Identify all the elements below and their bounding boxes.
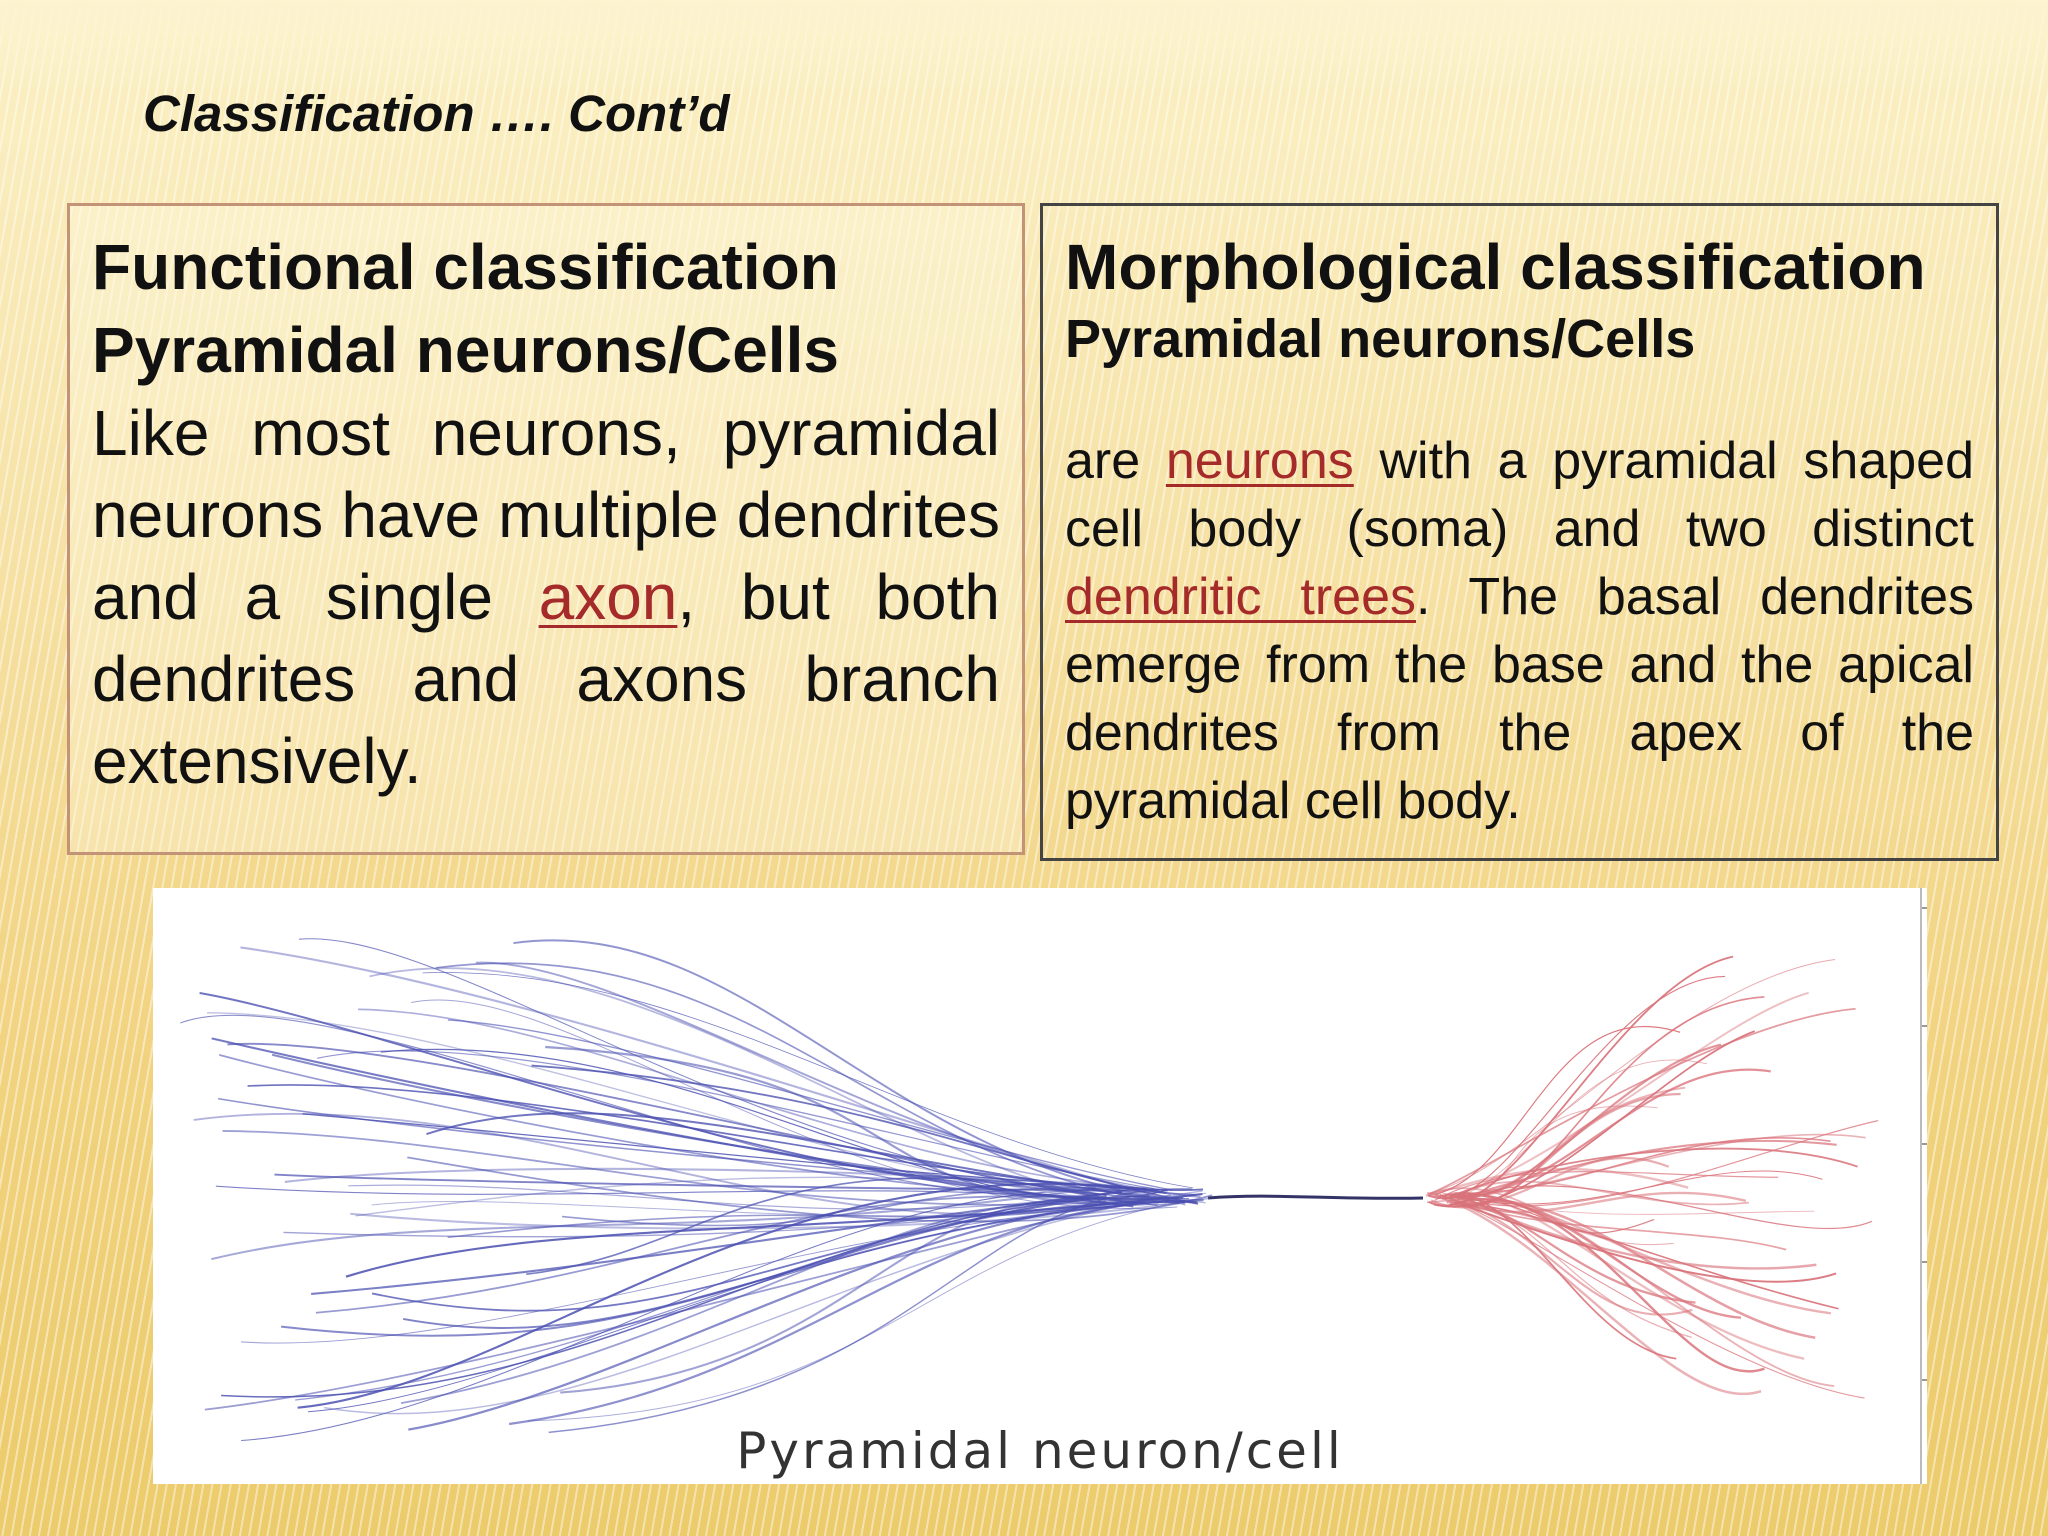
apical-dendrite-branch bbox=[315, 1195, 1107, 1314]
dendritic-trees-link[interactable]: dendritic trees bbox=[1065, 568, 1417, 626]
apical-dendrite-branch bbox=[215, 1185, 1158, 1206]
apical-dendrite-branch bbox=[545, 1045, 1098, 1206]
functional-classification-box: Functional classification Pyramidal neur… bbox=[67, 203, 1025, 855]
basal-dendrite-branch bbox=[1428, 955, 1734, 1207]
basal-dendrite-branch bbox=[1444, 1147, 1858, 1201]
apical-dendrite-branch bbox=[475, 961, 1201, 1199]
morphological-subheading: Pyramidal neurons/Cells bbox=[1065, 309, 1696, 369]
apical-dendrite-branch bbox=[274, 1173, 1140, 1192]
apical-dendrite-branch bbox=[218, 1054, 1155, 1201]
apical-dendrite-branch bbox=[426, 1112, 1185, 1204]
axon-segment bbox=[1207, 1194, 1424, 1200]
apical-dendrite-branch bbox=[527, 1200, 1186, 1422]
top-band bbox=[0, 0, 2048, 90]
apical-dendrite-branch bbox=[403, 1200, 1171, 1329]
apical-dendrite-branch bbox=[311, 1191, 1122, 1295]
apical-dendrite-branch bbox=[447, 1202, 1113, 1239]
basal-dendrite-branch bbox=[1434, 1171, 1779, 1201]
apical-dendrite-branch bbox=[297, 1182, 1167, 1409]
apical-dendrite-branch bbox=[227, 1042, 1123, 1202]
functional-text-end: , but both dendrites and axons branch ex… bbox=[92, 561, 1001, 797]
basal-dendrite-branch bbox=[1427, 959, 1836, 1194]
apical-dendrite-branch bbox=[211, 1037, 1134, 1208]
figure-caption: Pyramidal neuron/cell bbox=[736, 1422, 1344, 1480]
apical-dendrite-branch bbox=[531, 1064, 1199, 1205]
basal-dendrite-branch bbox=[1460, 1196, 1815, 1215]
basal-dendrite-branch bbox=[1449, 1119, 1879, 1207]
slide-title: Classification …. Cont’d bbox=[143, 85, 730, 142]
apical-dendrite-branch bbox=[283, 1201, 1119, 1238]
apical-dendrite-branch bbox=[435, 962, 1179, 1205]
apical-dendrite-branch bbox=[180, 1014, 1135, 1198]
neuron-drawing bbox=[180, 888, 1927, 1484]
apical-dendrite-branch bbox=[316, 1050, 1168, 1192]
basal-dendrite-branch bbox=[1455, 1201, 1865, 1399]
apical-dendrite-branch bbox=[240, 1203, 1167, 1344]
basal-dendrite-branch bbox=[1429, 1007, 1856, 1195]
apical-dendrite-branch bbox=[345, 1193, 1203, 1278]
basal-dendrite-branch bbox=[1454, 1137, 1831, 1195]
morphological-text-mid: with a pyramidal shaped cell body (soma)… bbox=[1065, 432, 1974, 558]
apical-dendrite-branch bbox=[358, 1008, 1149, 1190]
apical-dendrite-branch bbox=[371, 1195, 1107, 1312]
morphological-description: are neurons with a pyramidal shaped cell… bbox=[1065, 427, 1974, 835]
basal-dendrite-branch bbox=[1427, 975, 1726, 1199]
basal-dendrite-branch bbox=[1427, 1187, 1835, 1387]
basal-dendrite-branch bbox=[1459, 1191, 1747, 1214]
apical-dendrite-branch bbox=[211, 1187, 1096, 1261]
basal-dendrite-branch bbox=[1460, 1043, 1722, 1198]
apical-dendrite-branch bbox=[323, 1190, 1203, 1415]
apical-dendrite-branch bbox=[513, 939, 1198, 1204]
morphological-text-start: are bbox=[1065, 432, 1166, 490]
apical-dendrite-branch bbox=[348, 1184, 1099, 1210]
basal-dendrite-branch bbox=[1462, 1185, 1873, 1230]
basal-dendrite-branch bbox=[1446, 1197, 1816, 1340]
apical-dendrite-branch bbox=[221, 1195, 1150, 1398]
apical-dendrite-branch bbox=[447, 1019, 1173, 1191]
apical-dendrite-branch bbox=[350, 1196, 1210, 1230]
basal-dendrite-branch bbox=[1428, 1068, 1771, 1199]
apical-dendrite-branch bbox=[526, 1177, 1100, 1276]
functional-description: Like most neurons, pyramidal neurons hav… bbox=[92, 392, 1000, 802]
basal-dendrite-branch bbox=[1456, 1105, 1658, 1197]
apical-dendrite-branch bbox=[422, 972, 1194, 1189]
axon-link[interactable]: axon bbox=[538, 561, 678, 633]
morphological-text-end: . The basal dendrites emerge from the ba… bbox=[1065, 568, 1974, 830]
basal-dendrite-branch bbox=[1451, 996, 1765, 1208]
morphological-heading: Morphological classification bbox=[1065, 231, 1926, 303]
functional-subheading: Pyramidal neurons/Cells bbox=[92, 314, 839, 386]
morphological-classification-box: Morphological classification Pyramidal n… bbox=[1040, 203, 1999, 861]
apical-dendrite-branch bbox=[508, 1198, 1204, 1426]
functional-text-start: Like most neurons, pyramidal neurons hav… bbox=[92, 397, 1000, 633]
apical-dendrite-branch bbox=[193, 1112, 1108, 1216]
neurons-link[interactable]: neurons bbox=[1165, 432, 1354, 490]
pyramidal-neuron-figure: Pyramidal neuron/cell bbox=[153, 888, 1927, 1484]
basal-dendrite-branch bbox=[1442, 1196, 1762, 1395]
apical-dendrite-branch bbox=[222, 1130, 1147, 1206]
functional-heading: Functional classification bbox=[92, 231, 839, 303]
